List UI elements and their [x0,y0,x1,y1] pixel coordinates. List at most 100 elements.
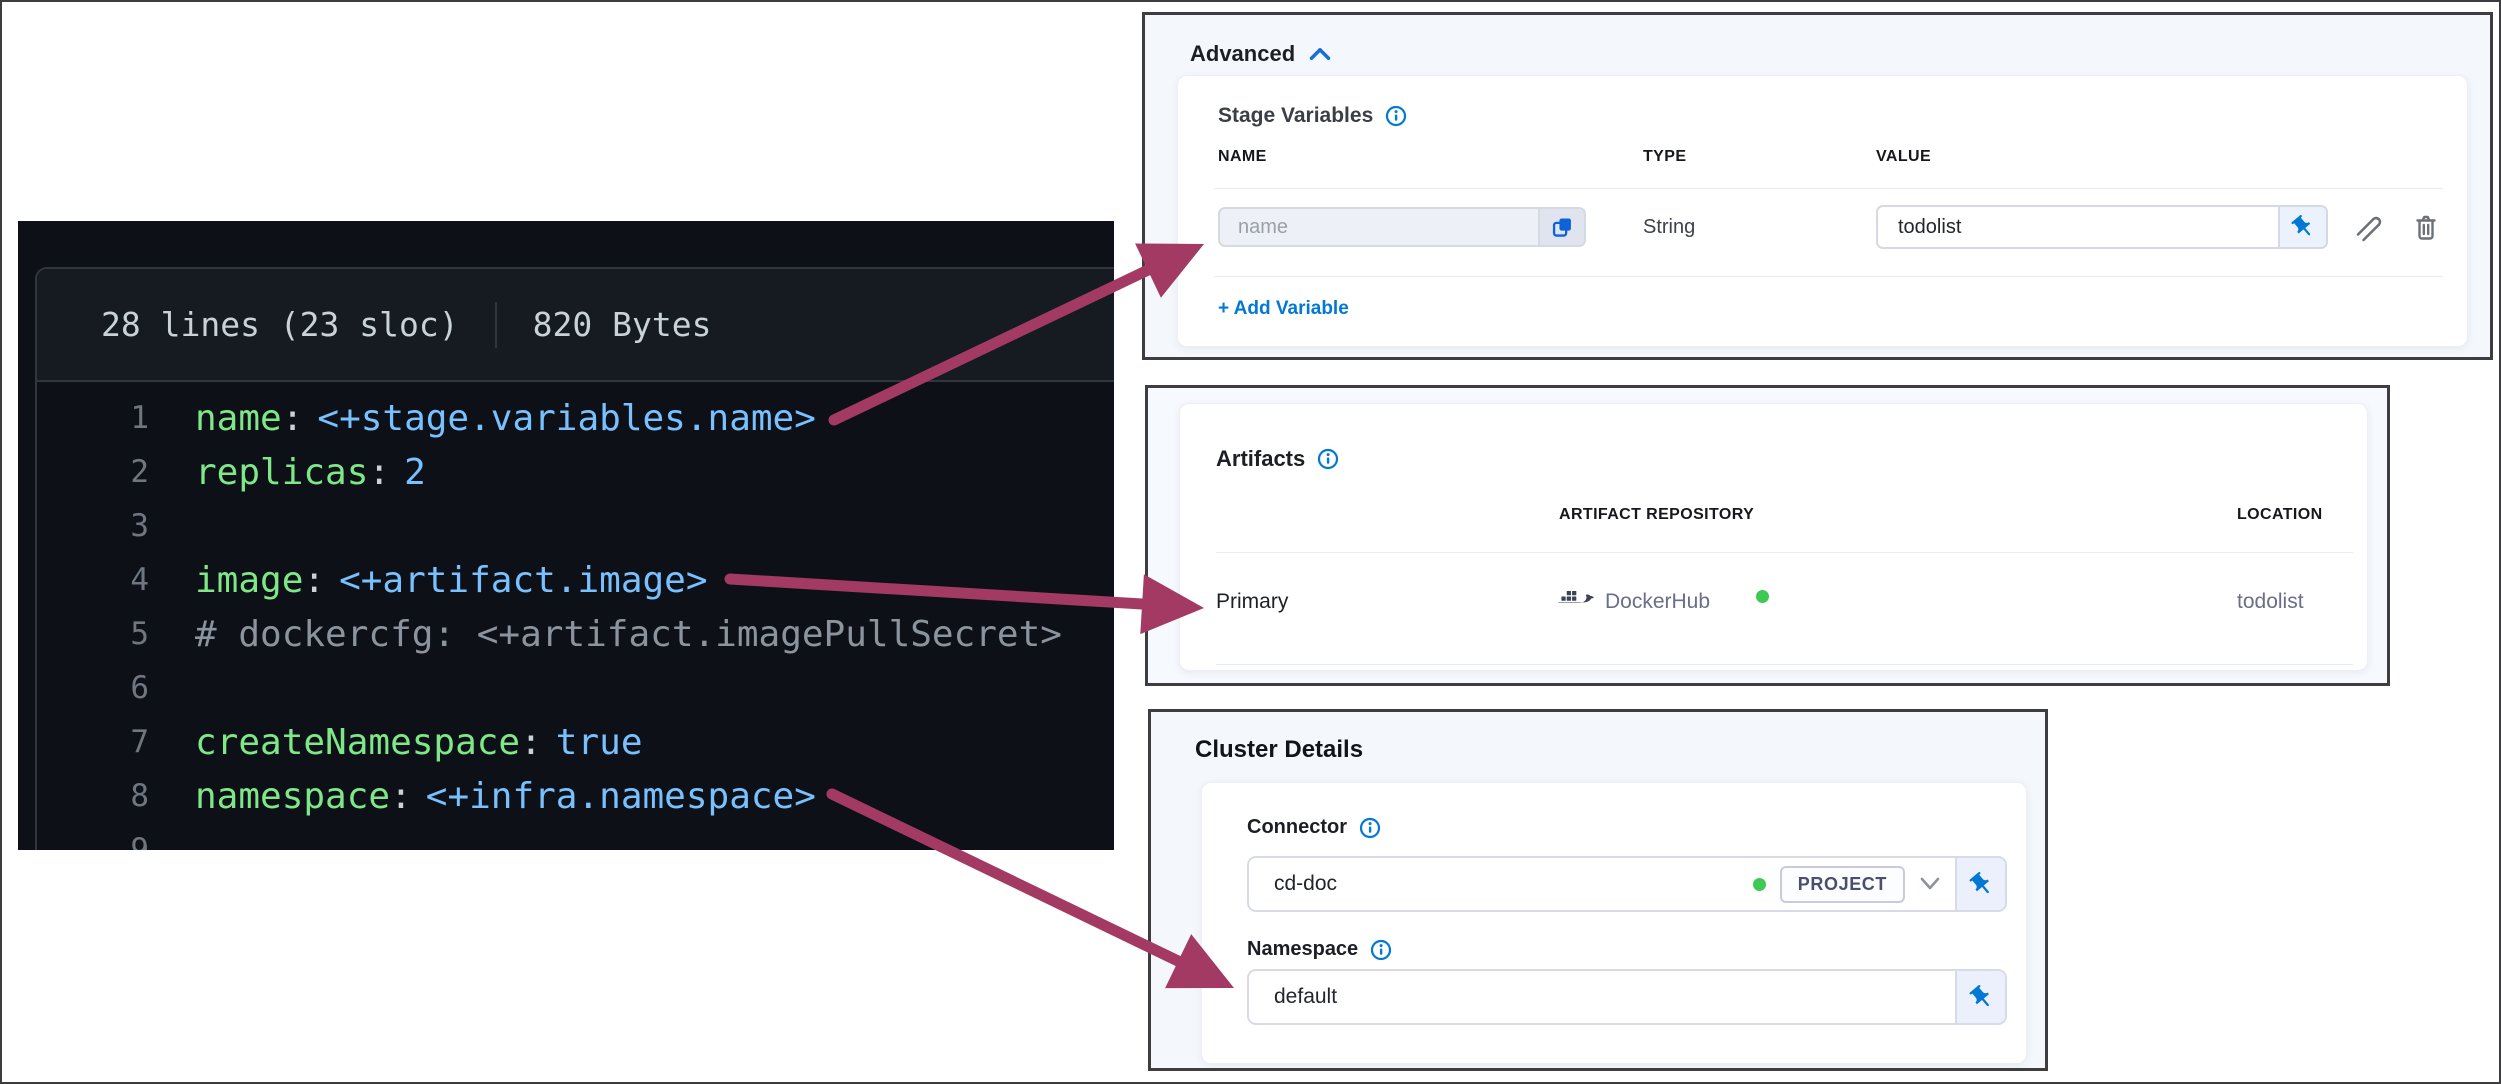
line-number: 9 [130,832,149,850]
info-icon[interactable] [1370,939,1392,961]
column-header-artifact-repository: ARTIFACT REPOSITORY [1559,506,1755,523]
cluster-details-card: Connector cd-doc PROJECT Namespace de [1201,782,2027,1064]
divider [494,301,497,348]
pencil-icon [2356,216,2382,242]
yaml-colon: : [303,559,326,601]
line-number: 5 [130,616,149,652]
yaml-value: 2 [404,451,426,493]
chevron-up-icon[interactable] [1309,43,1331,65]
code-line: 4 image: <+artifact.image> [37,553,1114,607]
advanced-header[interactable]: Advanced [1190,41,1331,67]
advanced-title: Advanced [1190,41,1296,66]
divider [1214,188,2443,189]
yaml-colon: : [281,397,304,439]
info-icon[interactable] [1317,448,1339,470]
namespace-label-text: Namespace [1247,938,1359,960]
yaml-key: namespace [195,775,391,817]
connector-status-dot [1756,590,1769,603]
column-header-location: LOCATION [2237,506,2323,523]
pin-icon [1969,871,1989,893]
code-line: 2 replicas:2 [37,445,1114,499]
pin-icon [2291,214,2311,236]
artifact-name: Primary [1216,590,1289,613]
pin-connector-button[interactable] [1955,858,2005,910]
yaml-key: image [195,559,304,601]
connector-label-text: Connector [1247,816,1347,838]
artifact-repository-link[interactable]: DockerHub [1605,590,1711,613]
pin-namespace-button[interactable] [1955,971,2005,1023]
yaml-value: <+stage.variables.name> [317,397,816,439]
code-viewer-panel: 28 lines (23 sloc) 820 Bytes 1 name: <+st… [18,221,1114,850]
divider [1214,276,2443,277]
line-number: 4 [130,562,149,598]
code-line: 9 [37,823,1114,850]
stage-variables-title: Stage Variables [1218,104,1407,128]
namespace-value: default [1274,985,1338,1008]
yaml-colon: : [390,775,412,817]
copy-name-button[interactable] [1538,209,1584,245]
connector-field[interactable]: cd-doc PROJECT [1247,856,2007,912]
connector-status-dot [1752,877,1766,891]
yaml-key: replicas [195,451,369,493]
line-number: 2 [130,454,149,490]
stage-variables-label: Stage Variables [1218,104,1374,127]
code-line: 8 namespace:<+infra.namespace> [37,769,1114,823]
info-icon[interactable] [1359,817,1381,839]
divider [1216,664,2353,665]
artifacts-title: Artifacts [1216,446,1339,472]
column-header-value: VALUE [1876,148,1932,165]
yaml-value: <+infra.namespace> [425,775,816,817]
variable-name-field[interactable] [1218,207,1586,247]
artifacts-label: Artifacts [1216,446,1306,471]
code-line: 1 name: <+stage.variables.name> [37,391,1114,445]
column-header-name: NAME [1218,148,1267,165]
info-icon[interactable] [1385,105,1407,127]
column-header-type: TYPE [1643,148,1687,165]
yaml-value: true [555,721,643,763]
yaml-key: createNamespace [195,721,521,763]
variable-value-input[interactable] [1878,207,2278,247]
connector-value: cd-doc [1274,872,1338,895]
cluster-details-title: Cluster Details [1195,736,1364,763]
namespace-label: Namespace [1247,938,1392,961]
line-number: 6 [130,670,149,706]
variable-type-value: String [1643,216,1696,238]
artifacts-card: Artifacts ARTIFACT REPOSITORY LOCATION P… [1179,403,2368,671]
copy-icon [1552,217,1571,237]
line-number: 3 [130,508,149,544]
divider [1216,552,2353,553]
line-number: 1 [130,400,149,436]
pin-icon [1969,984,1989,1006]
docker-whale-icon [1557,591,1594,603]
delete-variable-button[interactable] [2408,209,2444,245]
advanced-section-panel: Advanced Stage Variables NAME TYPE VALUE… [1142,12,2493,360]
yaml-value: <+artifact.image> [339,559,708,601]
yaml-colon: : [368,451,391,493]
chevron-down-icon[interactable] [1919,876,1941,892]
code-file-card: 28 lines (23 sloc) 820 Bytes 1 name: <+st… [35,267,1114,850]
artifact-location: todolist [2237,590,2304,613]
code-line: 7 createNamespace:true [37,715,1114,769]
yaml-key: name [195,397,282,439]
scope-badge: PROJECT [1779,865,1905,903]
variable-value-field[interactable] [1876,205,2328,249]
stage-variables-card: Stage Variables NAME TYPE VALUE String [1177,75,2468,347]
code-line: 5 # dockercfg: <+artifact.imagePullSecre… [37,607,1114,661]
variable-name-input[interactable] [1220,209,1538,245]
file-lines-info: 28 lines (23 sloc) [101,305,459,344]
code-line: 3 [37,499,1114,553]
add-variable-button[interactable]: + Add Variable [1218,298,1349,319]
pin-value-button[interactable] [2278,207,2326,247]
connector-label: Connector [1247,816,1381,839]
yaml-comment: # dockercfg: <+artifact.imagePullSecret> [195,613,1062,655]
file-size-info: 820 Bytes [532,305,712,344]
code-body: 1 name: <+stage.variables.name> 2 replica… [37,382,1114,851]
artifacts-section-panel: Artifacts ARTIFACT REPOSITORY LOCATION P… [1145,385,2390,686]
yaml-colon: : [520,721,542,763]
code-line: 6 [37,661,1114,715]
trash-icon [2416,215,2436,240]
edit-variable-button[interactable] [2350,209,2386,245]
namespace-field[interactable]: default [1247,969,2007,1025]
code-file-header: 28 lines (23 sloc) 820 Bytes [37,269,1114,382]
